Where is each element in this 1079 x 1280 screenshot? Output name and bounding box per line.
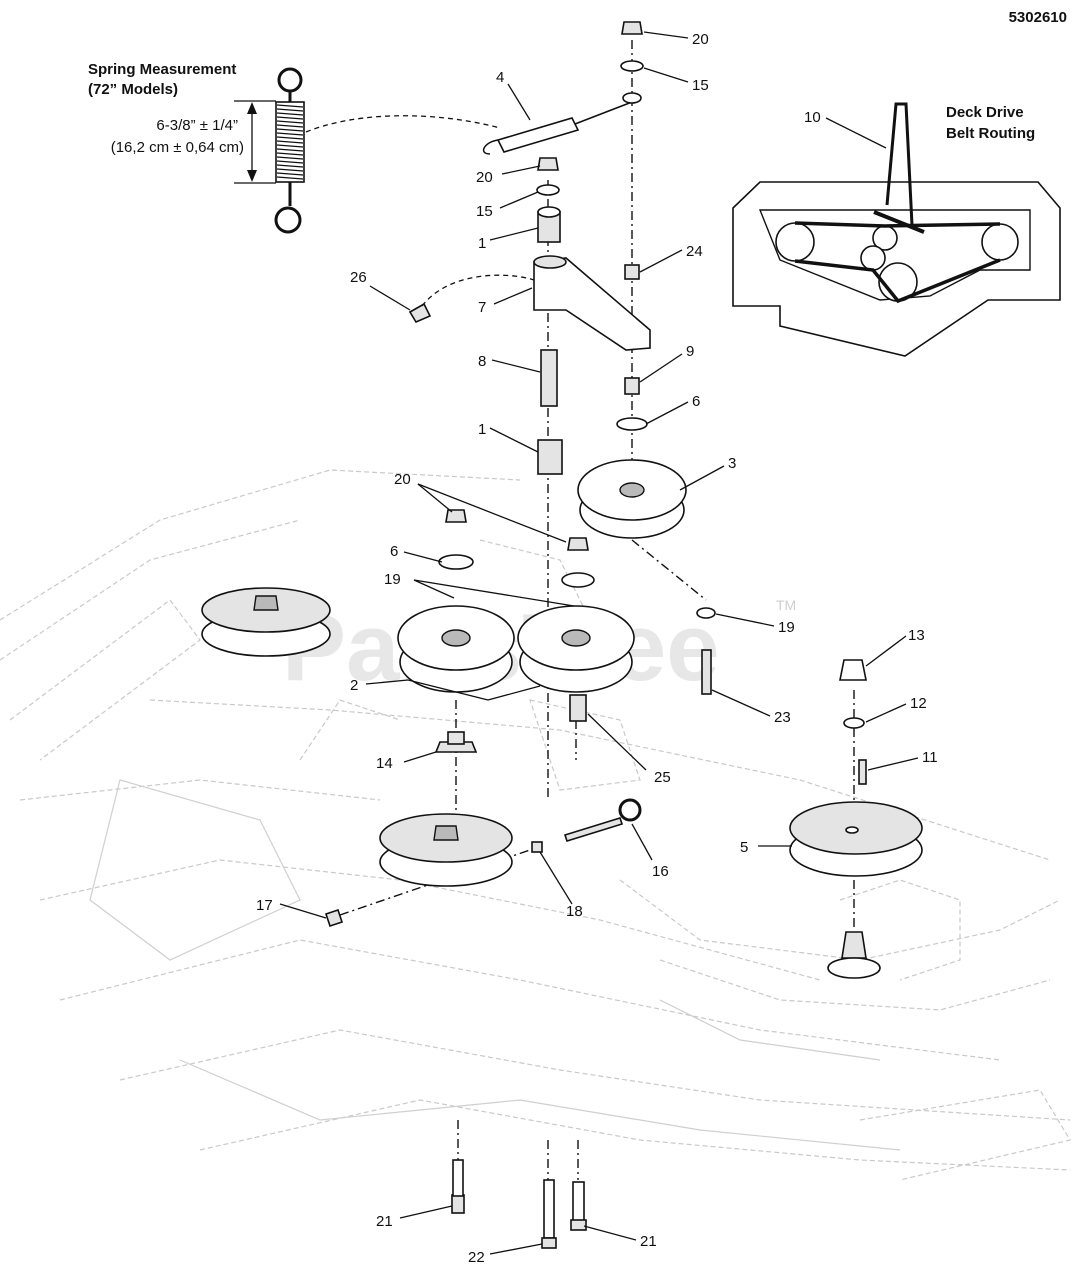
callout-19-pulleys: 19 — [384, 571, 401, 588]
callout-3: 3 — [728, 455, 736, 472]
callout-leaders — [279, 31, 919, 1255]
spring-measurement-inset: Spring Measurement (72” Models) 6-3/8” ±… — [88, 61, 501, 234]
callout-20-arm: 20 — [476, 169, 493, 186]
callout-26: 26 — [350, 269, 367, 286]
callout-13: 13 — [908, 627, 925, 644]
callout-12: 12 — [910, 695, 927, 712]
callout-6-upper: 6 — [692, 393, 700, 410]
callout-25: 25 — [654, 769, 671, 786]
watermark-tm: TM — [776, 597, 796, 613]
spring-measure-2: (16,2 cm ± 0,64 cm) — [111, 139, 244, 156]
callout-20-pulleys: 20 — [394, 471, 411, 488]
callout-16: 16 — [652, 863, 669, 880]
callout-18: 18 — [566, 903, 583, 920]
callout-1-upper: 1 — [478, 235, 486, 252]
callout-7: 7 — [478, 299, 486, 316]
callout-6-lower: 6 — [390, 543, 398, 560]
callout-15-arm: 15 — [476, 203, 493, 220]
callout-14: 14 — [376, 755, 393, 772]
diagram-id: 5302610 — [1009, 9, 1067, 26]
callout-8: 8 — [478, 353, 486, 370]
callout-5: 5 — [740, 839, 748, 856]
callout-1-lower: 1 — [478, 421, 486, 438]
callout-10: 10 — [804, 109, 821, 126]
belt-routing-title-1: Deck Drive — [946, 104, 1024, 121]
callout-20-top: 20 — [692, 31, 709, 48]
callout-9: 9 — [686, 343, 694, 360]
spring-note-title-2: (72” Models) — [88, 81, 178, 98]
spring-note-title-1: Spring Measurement — [88, 61, 236, 78]
callout-numbers: 20 15 4 20 15 1 24 26 7 8 9 6 1 3 20 6 1… — [256, 31, 938, 1266]
callout-21-right: 21 — [640, 1233, 657, 1250]
callout-11: 11 — [922, 749, 938, 766]
callout-21-left: 21 — [376, 1213, 393, 1230]
callout-23: 23 — [774, 709, 791, 726]
deck-ghost-outline — [0, 469, 1071, 1181]
callout-15-top: 15 — [692, 77, 709, 94]
callout-19-right: 19 — [778, 619, 795, 636]
parts — [201, 21, 923, 1249]
callout-24: 24 — [686, 243, 703, 260]
belt-routing-title-2: Belt Routing — [946, 125, 1035, 142]
belt-routing-inset: Deck Drive Belt Routing — [732, 102, 1061, 357]
callout-4: 4 — [496, 69, 504, 86]
callout-22: 22 — [468, 1249, 485, 1266]
spring-measure-1: 6-3/8” ± 1/4” — [156, 117, 238, 134]
callout-2: 2 — [350, 677, 358, 694]
callout-17: 17 — [256, 897, 273, 914]
